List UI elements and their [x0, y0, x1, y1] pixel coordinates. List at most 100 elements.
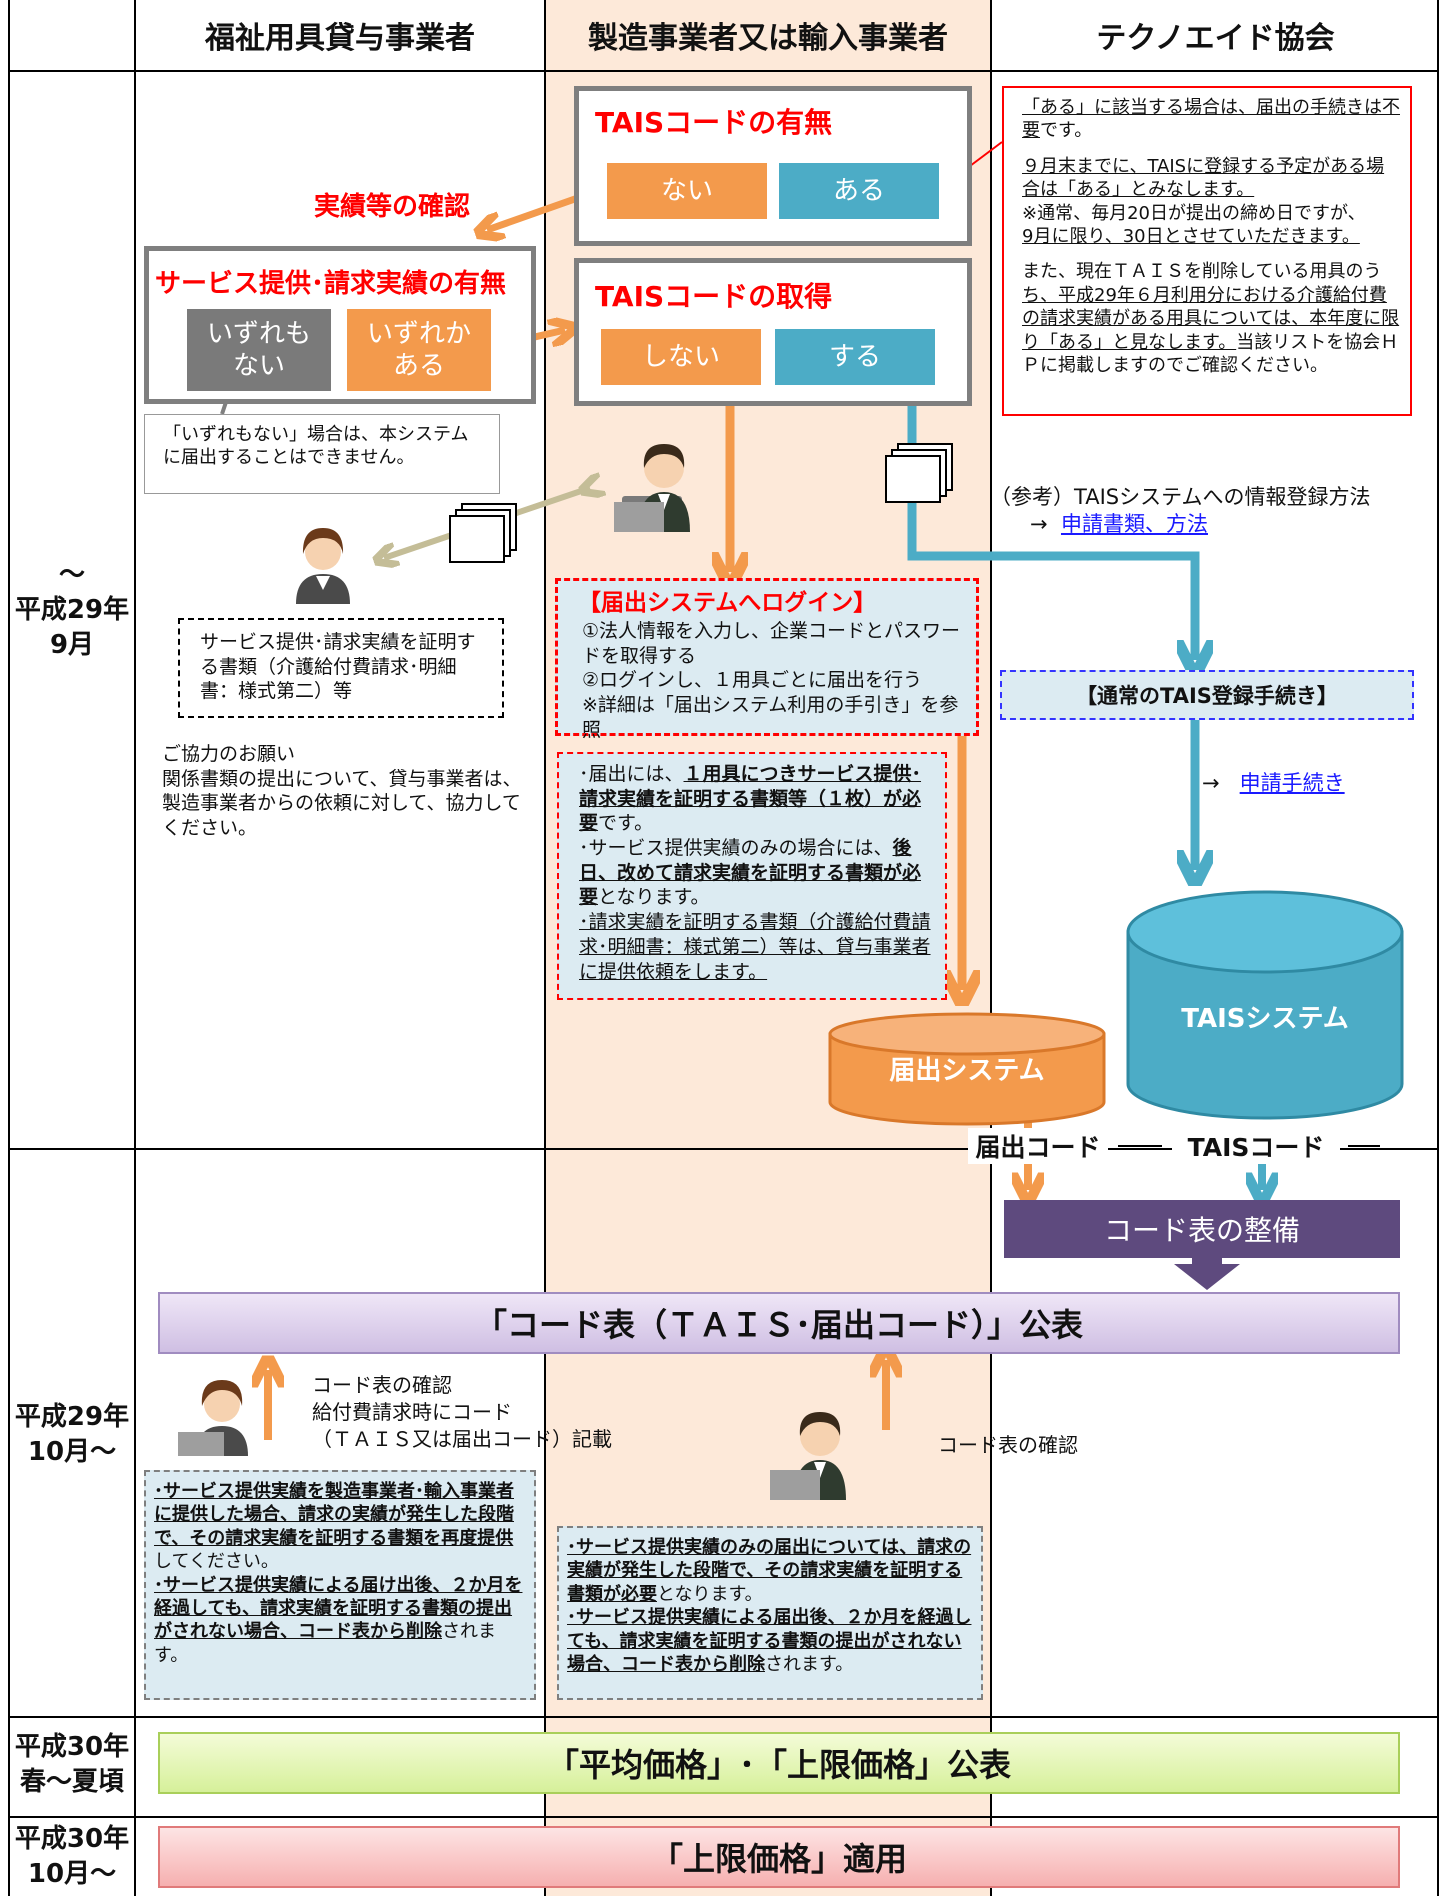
- cooperation-body: 関係書類の提出について、貸与事業者は、製造事業者からの依頼に対して、協力してくだ…: [162, 767, 522, 840]
- notes-a2: １用具につきサービス提供･請求実績を証明する書類等（１枚）が必要: [579, 763, 922, 835]
- tais-code-label: TAISコード: [1172, 1128, 1340, 1164]
- maker-obligation-note: ･サービス提供実績のみの届出については、請求の実績が発生した段階で、その請求実績…: [557, 1526, 983, 1700]
- maker-note-b2: されます。: [765, 1653, 854, 1675]
- exemption-note-p3a: また、現在ＴＡＩＳを削除している用具のう: [1022, 261, 1382, 283]
- notes-b3: となります。: [598, 886, 710, 909]
- login-instructions-box: 【届出システムへログイン】 ①法人情報を入力し、企業コードとパスワードを取得する…: [555, 578, 979, 741]
- period-1-line2: 平成29年: [14, 595, 130, 626]
- exemption-note-p1a: 「ある」に該当する場合は、届出の手続きは不要: [1022, 97, 1400, 142]
- tais-code-no-option: ない: [607, 163, 767, 219]
- table-frame: [8, 0, 1439, 1896]
- header-maker: 製造事業者又は輸入事業者: [588, 21, 948, 56]
- lender-staff-icon: [296, 528, 350, 604]
- lender-note-a2: してください。: [154, 1551, 279, 1573]
- code-table-maintenance-box: コード表の整備: [1004, 1200, 1400, 1258]
- maker-staff-laptop-icon: [770, 1412, 846, 1500]
- exemption-note-p3b: ち、平成29年６月利用分における介護給付費の請求実績がある用具については、本年度…: [1022, 284, 1400, 353]
- maker-note-b1: ･サービス提供実績による届出後、２か月を経過しても、請求実績を証明する書類の提出…: [567, 1607, 972, 1675]
- col-divider-3: [990, 0, 992, 1896]
- login-reference: ※詳細は「届出システム利用の手引き」を参照: [582, 693, 959, 741]
- exemption-note: 「ある」に該当する場合は、届出の手続きは不要です。 ９月末までに、TAISに登録…: [1002, 86, 1412, 416]
- cooperation-title: ご協力のお願い: [162, 743, 296, 765]
- tais-code-acquire-title: TAISコードの取得: [595, 280, 833, 313]
- period-3-line1: 平成30年: [14, 1732, 130, 1762]
- cooperation-request: ご協力のお願い 関係書類の提出について、貸与事業者は、製造事業者からの依頼に対し…: [162, 742, 522, 841]
- todokede-system-label: 届出システム: [889, 1056, 1045, 1086]
- period-label-3: 平成30年 春～夏頃: [10, 1730, 134, 1800]
- arrow-right-icon: →: [1030, 512, 1048, 537]
- submission-notes-box: ･届出には、１用具につきサービス提供･請求実績を証明する書類等（１枚）が必要です…: [557, 752, 947, 1000]
- maker-note-a2: となります。: [657, 1583, 763, 1605]
- lender-note-a1: ･サービス提供実績を製造事業者･輸入事業者に提供した場合、請求の実績が発生した段…: [154, 1481, 514, 1549]
- row-divider-header: [8, 70, 1439, 72]
- application-docs-link[interactable]: 申請書類、方法: [1060, 512, 1208, 537]
- code-table-publication-banner: 「コード表（ＴＡＩＳ･届出コード）」公表: [158, 1292, 1400, 1354]
- todokede-system-database-icon: [828, 1012, 1106, 1126]
- period-2-line2: 10月～: [27, 1437, 117, 1468]
- normal-tais-procedure-box: 【通常のTAIS登録手続き】: [1000, 670, 1414, 720]
- period-label-2: 平成29年 10月～: [10, 1400, 134, 1470]
- period-1-line1: ～: [58, 560, 85, 590]
- exemption-note-p2b: ※通常、毎月20日が提出の締め日ですが、: [1022, 202, 1366, 224]
- tais-acquire-yes-option: する: [775, 329, 935, 385]
- service-record-box: サービス提供･請求実績の有無 いずれも ない いずれか ある: [144, 246, 536, 404]
- price-publication-banner: 「平均価格」･「上限価格」公表: [158, 1732, 1400, 1794]
- none-note: 「いずれもない」場合は、本システムに届出することはできません。: [144, 414, 500, 494]
- tais-code-yes-option: ある: [779, 163, 939, 219]
- tais-code-existence-title: TAISコードの有無: [595, 106, 833, 139]
- lender-confirm-line2: 給付費請求時にコード: [312, 1400, 512, 1424]
- header-lender: 福祉用具貸与事業者: [205, 21, 475, 56]
- service-some-line2: ある: [392, 351, 445, 381]
- lender-note-b1: ･サービス提供実績による届け出後、２か月を経過しても、請求実績を証明する書類の提…: [154, 1574, 523, 1643]
- reference-note: （参考）TAISシステムへの情報登録方法 → 申請書類、方法: [990, 484, 1430, 539]
- reference-link-row: → 申請書類、方法: [990, 511, 1430, 538]
- exemption-note-p2a: ９月末までに、TAISに登録する予定がある場合は「ある」とみなします。: [1022, 155, 1385, 201]
- reference-line1: （参考）TAISシステムへの情報登録方法: [990, 485, 1371, 509]
- col-divider-2: [544, 0, 546, 1896]
- tais-acquire-no-option: しない: [601, 329, 761, 385]
- price-cap-apply-banner: 「上限価格」適用: [158, 1826, 1400, 1888]
- tais-code-existence-box: TAISコードの有無 ない ある: [574, 86, 972, 246]
- period-1-line3: 9月: [49, 630, 95, 661]
- notes-a1: ･届出には、: [579, 763, 684, 785]
- tais-system-label: TAISシステム: [1181, 1004, 1349, 1034]
- login-step-2: ②ログインし、１用具ごとに届出を行う: [582, 669, 923, 692]
- lender-note-b2: されます。: [154, 1621, 496, 1666]
- exemption-note-p1: 「ある」に該当する場合は、届出の手続きは不要です。: [1022, 96, 1400, 143]
- proof-document-box: サービス提供･請求実績を証明する書類（介護給付費請求･明細書：様式第二）等: [178, 618, 504, 718]
- period-4-line2: 10月～: [27, 1859, 117, 1890]
- lender-staff-laptop-icon: [178, 1380, 248, 1456]
- exemption-note-p1b: です。: [1040, 120, 1093, 142]
- tais-system-database-icon: [1126, 890, 1404, 1120]
- maker-staff-icon: [614, 444, 690, 532]
- login-step-1: ①法人情報を入力し、企業コードとパスワードを取得する: [582, 619, 961, 667]
- document-stack-icon: [449, 503, 517, 563]
- row-divider-1: [8, 1148, 1439, 1150]
- todokede-code-label: 届出コード: [968, 1128, 1108, 1164]
- exemption-note-p2: ９月末までに、TAISに登録する予定がある場合は「ある」とみなします。 ※通常、…: [1022, 155, 1400, 249]
- maker-note-a1: ･サービス提供実績のみの届出については、請求の実績が発生した段階で、その請求実績…: [567, 1537, 972, 1605]
- period-3-line2: 春～夏頃: [19, 1767, 124, 1798]
- service-none-line1: いずれも: [206, 318, 311, 349]
- period-label-1: ～ 平成29年 9月: [10, 558, 134, 663]
- period-4-line1: 平成30年: [14, 1824, 130, 1854]
- notes-a3: です。: [598, 812, 654, 835]
- service-some-line1: いずれか: [366, 318, 471, 349]
- service-some-option: いずれか ある: [347, 309, 491, 391]
- period-2-line1: 平成29年: [14, 1402, 130, 1432]
- document-stack-icon: [885, 443, 953, 503]
- exemption-note-p2c: 9月に限り、30日とさせていただきます。: [1022, 225, 1360, 247]
- exemption-note-p3: また、現在ＴＡＩＳを削除している用具のうち、平成29年６月利用分における介護給付…: [1022, 260, 1400, 377]
- lender-obligation-note: ･サービス提供実績を製造事業者･輸入事業者に提供した場合、請求の実績が発生した段…: [144, 1470, 536, 1700]
- header-technoaid: テクノエイド協会: [1096, 21, 1335, 56]
- lender-confirm-line3: （ＴＡＩＳ又は届出コード）記載: [312, 1427, 612, 1451]
- row-divider-2: [8, 1716, 1439, 1718]
- application-procedure-link[interactable]: 申請手続き: [1239, 771, 1345, 795]
- service-none-option: いずれも ない: [187, 309, 331, 391]
- notes-b2: 後日、改めて請求実績を証明する書類が必要: [579, 837, 922, 909]
- tais-code-acquire-box: TAISコードの取得 しない する: [574, 258, 972, 406]
- notes-c1: ･請求実績を証明する書類（介護給付費請求･明細書：様式第二）等は、貸与事業者に提…: [579, 911, 931, 983]
- login-title: 【届出システムへログイン】: [578, 590, 877, 616]
- lender-confirm-text: コード表の確認 給付費請求時にコード （ＴＡＩＳ又は届出コード）記載: [312, 1372, 612, 1453]
- service-record-title: サービス提供･請求実績の有無: [155, 269, 507, 299]
